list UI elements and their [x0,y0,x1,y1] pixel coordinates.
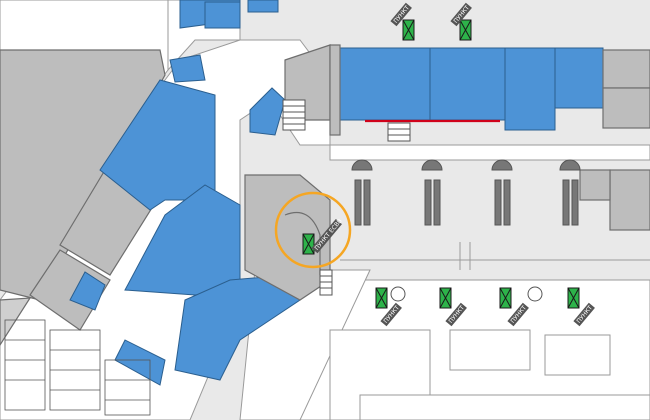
curved-road [284,211,321,275]
terminal-buildings [244,44,650,301]
stairs [282,99,411,296]
platform-columns [351,159,581,226]
platform-edges [340,242,650,270]
parking-lot [4,319,151,416]
round-gates [390,286,543,302]
left-building-block [0,49,166,347]
lower-buildings [329,329,650,420]
blue-zones [69,0,604,386]
highlighted-station-marker[interactable] [302,233,315,255]
highlight-ring [274,191,352,269]
